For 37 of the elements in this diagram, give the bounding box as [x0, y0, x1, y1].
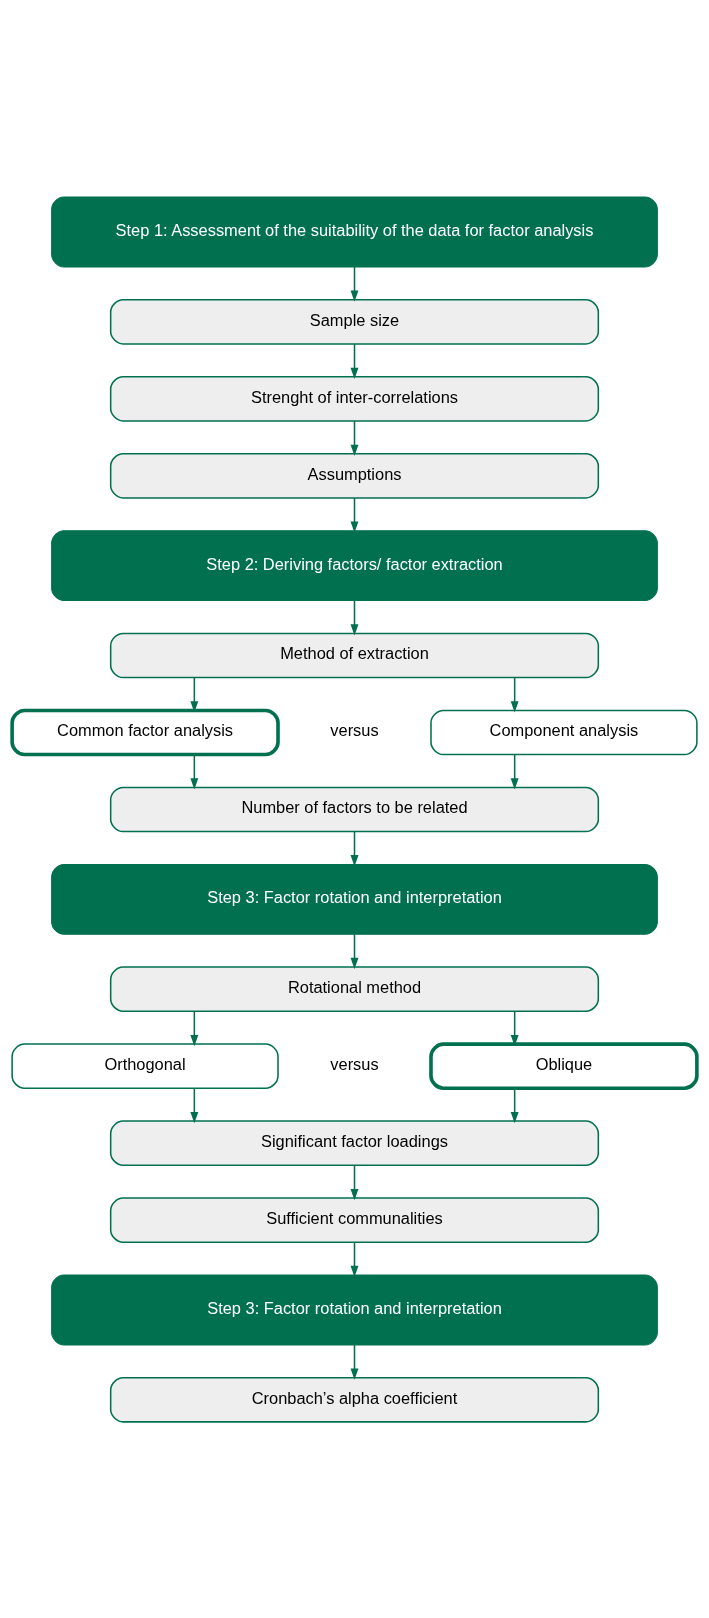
arrow [510, 753, 519, 790]
node-box: Sample size [109, 298, 600, 345]
node-box: Number of factors to be related [109, 786, 600, 832]
node-box: Step 1: Assessment of the suitability of the data for factor analysis [51, 196, 658, 267]
node-box: Rotational method [109, 965, 600, 1012]
arrow [350, 1164, 359, 1200]
node-box: Step 2: Deriving factors/ factor extraction [51, 529, 658, 601]
arrow [190, 1087, 199, 1123]
arrow [350, 419, 359, 456]
arrow [350, 342, 359, 379]
arrow [350, 599, 359, 635]
label: versus [330, 720, 379, 739]
node-box: Orthogonal [11, 1042, 279, 1089]
node-box: Oblique [429, 1041, 699, 1090]
arrow [350, 496, 359, 533]
arrow [350, 830, 359, 866]
node-box: Assumptions [109, 452, 600, 499]
arrow [190, 676, 199, 713]
node-box: Sufficient communalities [109, 1196, 600, 1243]
arrow [350, 1343, 359, 1380]
node-box: Step 3: Factor rotation and interpretation [51, 1274, 658, 1345]
arrow [350, 933, 359, 969]
arrow [190, 1010, 199, 1046]
arrow [510, 1010, 519, 1046]
node-box: Step 3: Factor rotation and interpretation [51, 863, 658, 935]
arrow [510, 676, 519, 713]
node-box: Method of extraction [109, 632, 600, 678]
node-box: Significant factor loadings [109, 1119, 600, 1166]
node-box: Common factor analysis [10, 708, 280, 756]
node-box: Cronbach’s alpha coefficient [109, 1376, 600, 1423]
label: versus [330, 1054, 379, 1073]
arrow [510, 1087, 519, 1123]
node-box: Strenght of inter-correlations [109, 375, 600, 422]
arrow [350, 265, 359, 302]
arrow [350, 1241, 359, 1277]
arrow [190, 753, 199, 790]
node-box: Component analysis [430, 709, 698, 755]
